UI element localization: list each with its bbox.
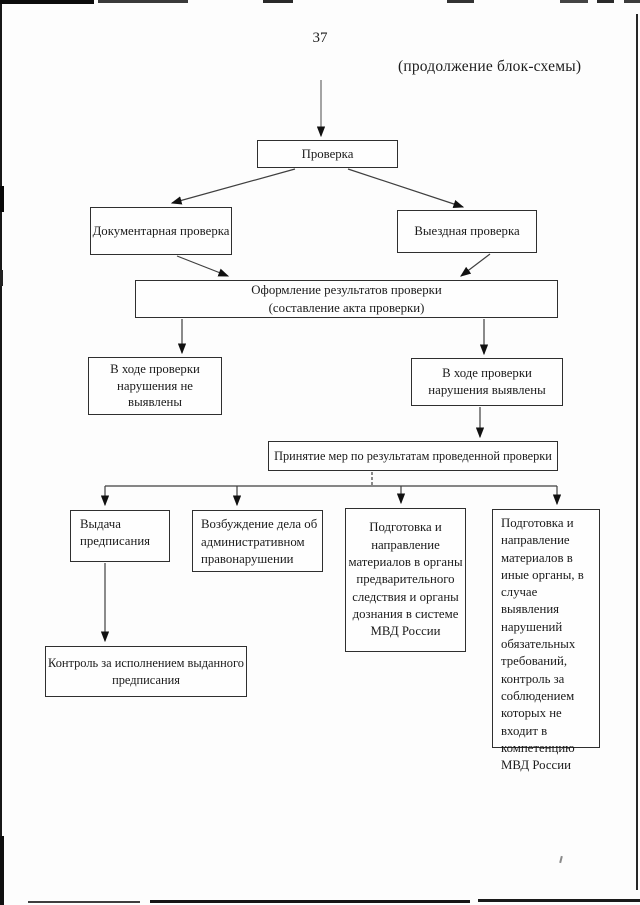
node-administrative-case: Возбуждение дела об административном пра… (192, 510, 323, 572)
scan-edge-bottom-3 (478, 899, 640, 902)
page-number: 37 (312, 30, 328, 46)
node-registration-line1: Оформление результатов проверки (251, 283, 442, 297)
scan-edge-top-7 (624, 0, 640, 3)
scan-edge-bottom-2 (150, 900, 470, 903)
node-field-label: Выездная проверка (414, 224, 520, 238)
node-materials-other-label: Подготовка и направление материалов в ин… (501, 516, 584, 773)
node-administrative-case-label: Возбуждение дела об административном пра… (201, 517, 318, 566)
scan-edge-top-4 (447, 0, 474, 3)
node-registration-of-results: Оформление результатов проверки (составл… (135, 280, 558, 318)
scan-edge-bottom-1 (28, 901, 140, 903)
node-violations-found: В ходе проверки нарушения выявлены (411, 358, 563, 406)
scan-blob-left-3 (0, 836, 4, 905)
node-inspection: Проверка (257, 140, 398, 168)
node-taking-measures: Принятие мер по результатам проведенной … (268, 441, 558, 471)
node-documentary-label: Документарная проверка (92, 223, 230, 238)
scan-edge-top-6 (597, 0, 614, 3)
node-no-violations-found: В ходе проверки нарушения не выявлены (88, 357, 222, 415)
scan-edge-top-1 (0, 0, 94, 4)
scan-speck (559, 855, 563, 864)
connector-documentary-to-registration (176, 255, 230, 277)
node-no-violations-label: В ходе проверки нарушения не выявлены (110, 362, 200, 410)
scan-edge-top-2 (98, 0, 188, 3)
scan-edge-right (636, 14, 638, 890)
scan-edge-left (0, 0, 2, 905)
scan-blob-left-2 (0, 270, 3, 286)
node-documentary-inspection: Документарная проверка (90, 207, 232, 255)
node-materials-to-mvd-bodies: Подготовка и направление материалов в ор… (345, 508, 466, 652)
node-taking-measures-label: Принятие мер по результатам проведенной … (274, 448, 552, 463)
node-order-execution-control: Контроль за исполнением выданного предпи… (45, 646, 247, 697)
node-field-inspection: Выездная проверка (397, 210, 537, 253)
connector-inspection-to-documentary (170, 168, 296, 205)
node-issue-order-label: Выдача предписания (80, 517, 151, 548)
node-violations-label: В ходе проверки нарушения выявлены (428, 366, 546, 397)
node-issue-order: Выдача предписания (70, 510, 170, 562)
connector-field-to-registration (460, 253, 491, 277)
node-registration-line2: (составление акта проверки) (268, 301, 425, 315)
node-materials-mvd-label: Подготовка и направление материалов в ор… (348, 520, 463, 639)
node-order-control-label: Контроль за исполнением выданного предпи… (48, 655, 244, 687)
node-materials-to-other-bodies: Подготовка и направление материалов в ин… (492, 509, 600, 772)
scan-edge-top-5 (560, 0, 588, 3)
continuation-note: (продолжение блок-схемы) (398, 58, 582, 75)
node-inspection-label: Проверка (301, 146, 354, 161)
scan-edge-top-3 (263, 0, 293, 3)
scan-blob-left-1 (0, 186, 4, 212)
connector-inspection-to-field (347, 168, 465, 208)
